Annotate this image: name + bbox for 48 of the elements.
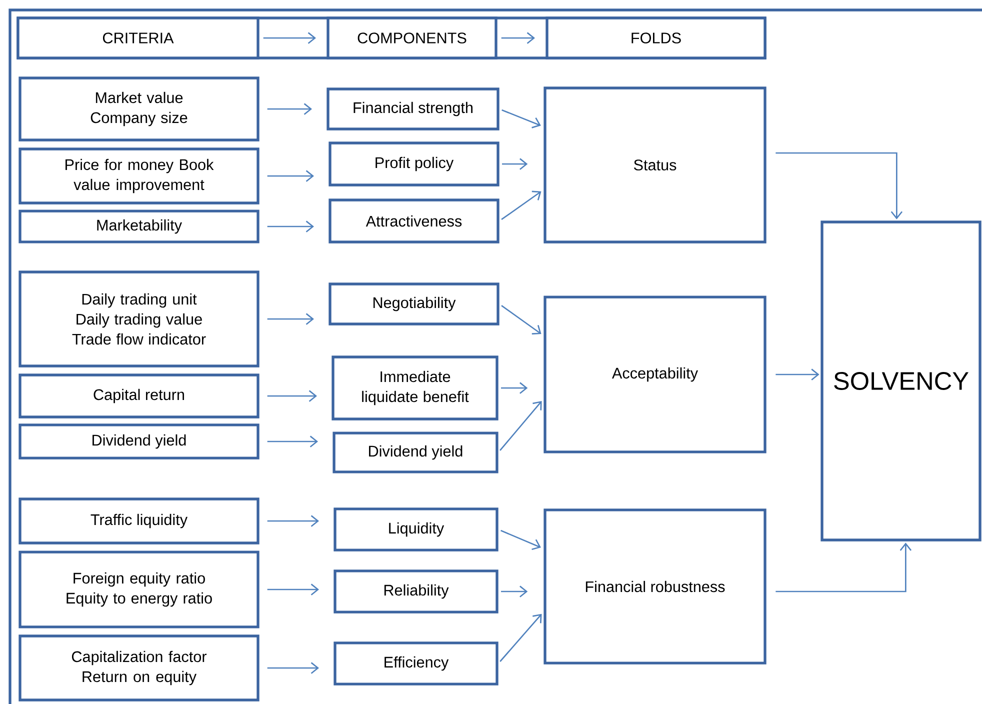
result-box: SOLVENCY [820, 220, 982, 542]
arrow [501, 305, 542, 334]
arrow [267, 220, 314, 232]
arrow [267, 515, 319, 527]
criteria-box: Market value Company size [18, 76, 260, 142]
criteria-box: Traffic liquidity [18, 498, 260, 544]
arrow [501, 190, 542, 220]
fold-box: Acceptability [544, 296, 766, 454]
arrow [501, 382, 528, 394]
criteria-box: Foreign equity ratio Equity to energy ratio [18, 550, 260, 628]
header-cell: FOLDS [546, 16, 766, 60]
arrow [776, 152, 903, 220]
component-box: Negotiability [328, 282, 500, 326]
arrow [501, 32, 535, 44]
arrow [776, 542, 912, 592]
arrow [267, 662, 319, 674]
criteria-box: Price for money Book value improvement [18, 148, 260, 204]
arrow [267, 170, 314, 182]
arrow [502, 158, 528, 170]
component-box: Reliability [334, 570, 498, 614]
component-box: Dividend yield [332, 432, 498, 474]
arrow [501, 586, 528, 598]
arrow [502, 109, 541, 128]
criteria-box: Capital return [18, 374, 260, 418]
arrow [267, 313, 314, 325]
component-box: Immediate liquidate benefit [332, 356, 498, 420]
criteria-box: Daily trading unit Daily trading value Trade flow indicator [18, 270, 260, 368]
component-box: Profit policy [328, 142, 500, 186]
arrow [267, 390, 317, 402]
fold-box: Status [544, 86, 766, 244]
arrow [267, 584, 319, 596]
arrow [500, 614, 542, 662]
arrow [500, 530, 541, 550]
fold-box: Financial robustness [544, 508, 766, 664]
header-cell: COMPONENTS [326, 16, 498, 60]
criteria-box: Capitalization factor Return on equity [18, 634, 260, 702]
arrow [263, 32, 316, 44]
component-box: Financial strength [326, 88, 500, 130]
header-cell: CRITERIA [16, 16, 260, 60]
component-box: Attractiveness [328, 198, 500, 244]
component-box: Efficiency [334, 642, 498, 686]
criteria-box: Dividend yield [18, 424, 260, 460]
arrow [267, 436, 318, 448]
criteria-box: Marketability [18, 210, 260, 244]
arrow [500, 400, 542, 451]
arrow [776, 368, 820, 380]
component-box: Liquidity [334, 508, 498, 552]
arrow [267, 103, 312, 115]
